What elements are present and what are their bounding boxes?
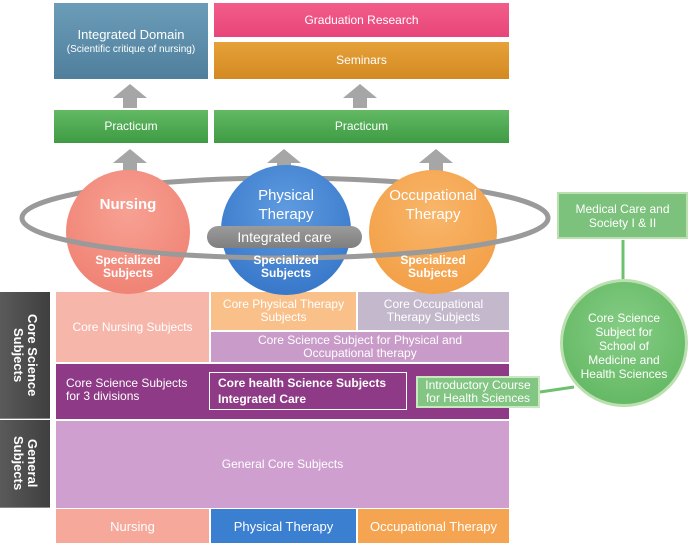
seminars-box: Seminars (214, 42, 509, 79)
integrated-care-label: Integrated care (237, 228, 332, 245)
arrow-up-icon (113, 149, 147, 173)
core-health-label-2: Integrated Care (218, 391, 307, 406)
integrated-care-pill: Integrated care (207, 226, 362, 248)
integrated-domain-title: Integrated Domain (77, 26, 185, 42)
seminars-label: Seminars (336, 53, 387, 67)
core-pt-ot-label-1: Core Science Subject for Physical and (257, 333, 463, 347)
core-pt-box: Core Physical Therapy Subjects (211, 292, 356, 330)
graduation-research-box: Graduation Research (214, 3, 509, 37)
core-nursing-box: Core Nursing Subjects (56, 292, 209, 362)
core-nursing-label: Core Nursing Subjects (72, 319, 193, 334)
arrow-up-icon (267, 149, 301, 173)
core-ot-label-2: Therapy Subjects (386, 310, 481, 324)
intro-course-label-1: Introductory Course (425, 378, 531, 392)
bottom-physical-therapy-label: Physical Therapy (233, 518, 334, 534)
core-science-school-label: Core Science Subject for School of Medic… (580, 311, 668, 381)
general-core-box: General Core Subjects (56, 421, 509, 508)
occupational-therapy-circle (369, 170, 497, 294)
bottom-occupational-therapy-label: Occupational Therapy (370, 518, 497, 534)
bottom-occupational-therapy: Occupational Therapy (358, 509, 509, 543)
core-ot-label-1: Core Occupational (383, 297, 484, 311)
medical-care-label-1: Medical Care and (575, 201, 670, 216)
arrow-up-icon (343, 84, 377, 108)
bottom-physical-therapy: Physical Therapy (211, 509, 356, 543)
intro-course-box: Introductory Course for Health Sciences (416, 376, 540, 408)
core-pt-ot-box: Core Science Subject for Physical and Oc… (211, 332, 509, 362)
practicum-left-label: Practicum (104, 119, 158, 133)
general-core-label: General Core Subjects (221, 457, 344, 471)
integrated-domain-box: Integrated Domain (Scientific critique o… (54, 3, 208, 79)
bottom-nursing-label: Nursing (110, 518, 155, 534)
core-science-school-circle (560, 279, 688, 407)
practicum-right-label: Practicum (334, 119, 389, 133)
nursing-circle (66, 170, 190, 294)
arrow-up-icon (113, 84, 147, 108)
core-health-box: Core health Science Subjects Integrated … (209, 372, 407, 410)
graduation-research-label: Graduation Research (304, 12, 419, 27)
practicum-right-box: Practicum (214, 110, 509, 143)
intro-course-label-2: for Health Sciences (425, 391, 531, 405)
practicum-left-box: Practicum (54, 110, 208, 143)
arrow-up-icon (419, 149, 453, 173)
core-pt-label-1: Core Physical Therapy (222, 297, 345, 311)
core-ot-box: Core Occupational Therapy Subjects (358, 292, 509, 330)
integrated-domain-subtitle: (Scientific critique of nursing) (66, 43, 196, 55)
medical-care-box: Medical Care and Society I & II (557, 192, 688, 239)
core-pt-ot-label-2: Occupational therapy (303, 346, 417, 360)
core-pt-label-2: Subjects (260, 310, 307, 324)
medical-care-label-2: Society I & II (588, 215, 657, 230)
bottom-nursing: Nursing (56, 509, 209, 543)
core-health-label-1: Core health Science Subjects (218, 375, 387, 390)
nursing-title: Nursing (99, 196, 157, 213)
